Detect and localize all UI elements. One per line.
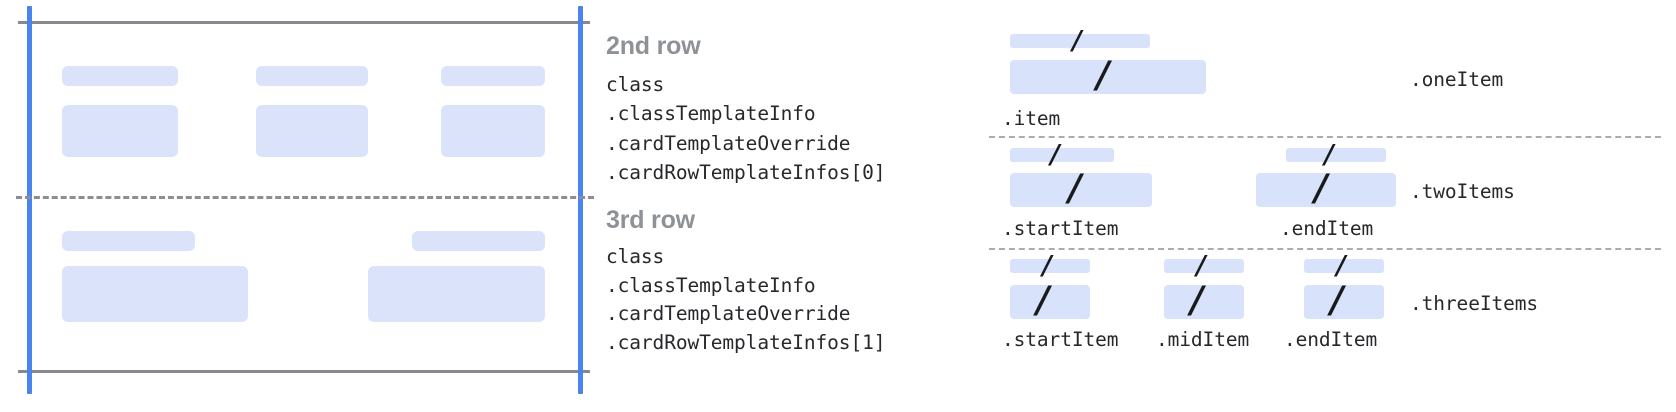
band0-variant-label: .oneItem	[1410, 68, 1504, 91]
band0-item0-content-slash: /	[1096, 54, 1110, 96]
band0-item0-content-box	[1010, 60, 1206, 94]
row1-col2-label-bar	[256, 66, 368, 86]
band2-item2-label-bar	[1304, 259, 1384, 273]
block-heading-3rd-row: 3rd row	[606, 206, 695, 234]
row1-col3-label-bar	[441, 66, 545, 86]
row-divider-dashed	[16, 196, 594, 199]
band2-item1-label-slash: /	[1196, 251, 1206, 281]
row1-col1-label-bar	[62, 66, 178, 86]
item-variant-legend: / / .item .oneItem / / .startItem / / .e…	[984, 0, 1676, 412]
band1-item0-label-bar	[1010, 148, 1114, 162]
row1-col2-content-box	[256, 105, 368, 157]
band1-item1-label: .endItem	[1280, 217, 1374, 240]
band1-item0-label: .startItem	[1002, 217, 1119, 240]
block-1-code-line-2: .cardTemplateOverride	[606, 302, 851, 325]
block-0-code-line-0: class	[606, 73, 665, 96]
card-top-boundary-rule	[18, 21, 590, 24]
band1-item0-label-slash: /	[1050, 140, 1060, 170]
band2-item1-content-slash: /	[1190, 279, 1204, 321]
band2-item0-content-box	[1010, 285, 1090, 319]
block-0-code-line-2: .cardTemplateOverride	[606, 132, 851, 155]
left-margin-guide	[27, 6, 32, 394]
block-0-code-line-1: .classTemplateInfo	[606, 102, 816, 125]
band1-item1-content-box	[1256, 173, 1396, 207]
band2-item2-content-slash: /	[1330, 279, 1344, 321]
block-heading-2nd-row: 2nd row	[606, 32, 701, 60]
block-1-code-line-1: .classTemplateInfo	[606, 274, 816, 297]
band0-item0-label-bar	[1010, 34, 1150, 48]
band-separator-1	[989, 248, 1661, 250]
right-margin-guide	[578, 6, 583, 394]
band2-item0-label-slash: /	[1042, 251, 1052, 281]
row2-col2-content-box	[368, 266, 545, 322]
row2-col2-label-bar	[412, 231, 545, 251]
band1-item0-content-box	[1010, 173, 1152, 207]
band0-item0-label: .item	[1002, 107, 1061, 130]
band1-variant-label: .twoItems	[1410, 180, 1515, 203]
band1-item0-content-slash: /	[1068, 167, 1082, 209]
card-row-template-preview	[0, 0, 600, 412]
row1-col1-content-box	[62, 105, 178, 157]
band0-item0-label-slash: /	[1072, 26, 1082, 56]
row1-col3-content-box	[441, 105, 545, 157]
band2-item0-label: .startItem	[1002, 328, 1119, 351]
block-0-code-line-3: .cardRowTemplateInfos[0]	[606, 161, 886, 184]
band2-item0-content-slash: /	[1036, 279, 1050, 321]
band1-item1-label-slash: /	[1324, 140, 1334, 170]
band2-item2-content-box	[1304, 285, 1384, 319]
band1-item1-label-bar	[1286, 148, 1386, 162]
block-1-code-line-0: class	[606, 245, 665, 268]
band2-item2-label: .endItem	[1284, 328, 1378, 351]
row2-col1-content-box	[62, 266, 248, 322]
template-path-annotations: 2nd row class .classTemplateInfo .cardTe…	[604, 0, 984, 412]
band-separator-0	[989, 136, 1661, 138]
band2-variant-label: .threeItems	[1410, 292, 1539, 315]
card-bottom-boundary-rule	[18, 370, 590, 373]
band2-item2-label-slash: /	[1336, 251, 1346, 281]
band2-item1-label-bar	[1164, 259, 1244, 273]
band2-item0-label-bar	[1010, 259, 1090, 273]
row2-col1-label-bar	[62, 231, 195, 251]
band2-item1-content-box	[1164, 285, 1244, 319]
band1-item1-content-slash: /	[1314, 167, 1328, 209]
band2-item1-label: .midItem	[1156, 328, 1250, 351]
block-1-code-line-3: .cardRowTemplateInfos[1]	[606, 331, 886, 354]
